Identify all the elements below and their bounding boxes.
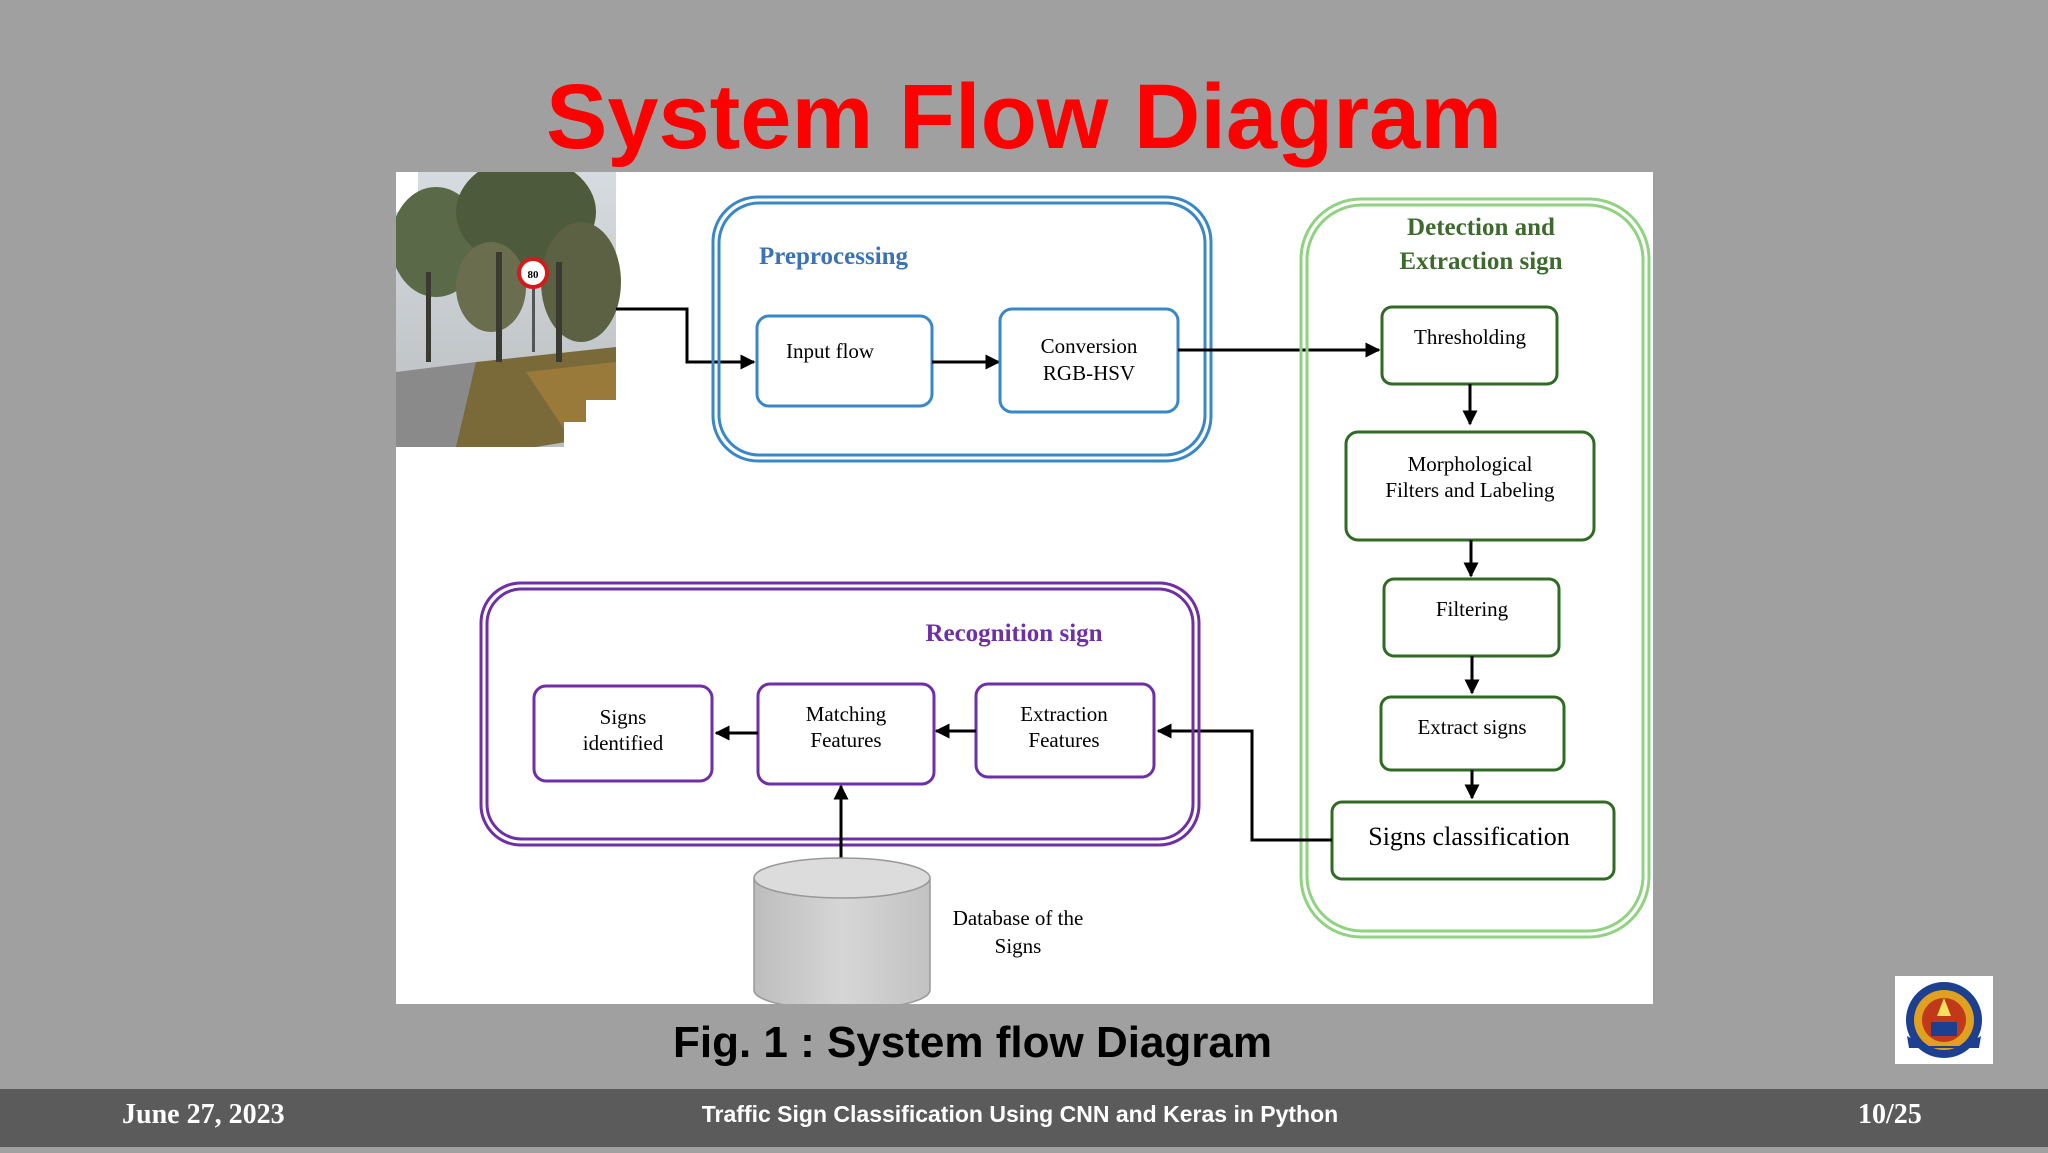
node-thresholding: Thresholding xyxy=(1380,305,1559,386)
signs-classification-label: Signs classification xyxy=(1368,822,1569,851)
extract-signs-label: Extract signs xyxy=(1417,715,1526,739)
matching-label-2: Features xyxy=(810,728,881,752)
node-morphological: Morphological Filters and Labeling xyxy=(1344,430,1596,542)
arrow-classification-to-extraction xyxy=(1156,723,1332,842)
extraction-label-1: Extraction xyxy=(1020,702,1108,726)
conversion-label-2: RGB-HSV xyxy=(1043,361,1135,385)
database-label-2: Signs xyxy=(995,934,1042,958)
footer-title: Traffic Sign Classification Using CNN an… xyxy=(701,1101,1339,1127)
extraction-label-2: Features xyxy=(1028,728,1099,752)
matching-label-1: Matching xyxy=(806,702,887,726)
footer-date: June 27, 2023 xyxy=(122,1099,285,1130)
footer-bar: June 27, 2023 Traffic Sign Classificatio… xyxy=(0,1089,2048,1147)
filtering-label: Filtering xyxy=(1436,597,1509,621)
road-scene-photo: 80 xyxy=(396,172,621,447)
detection-label-2: Extraction sign xyxy=(1399,248,1562,275)
node-signs-classification: Signs classification xyxy=(1330,800,1616,881)
node-input-flow: Input flow xyxy=(755,314,934,408)
database-label-1: Database of the xyxy=(953,906,1084,930)
preprocessing-label: Preprocessing xyxy=(759,243,909,270)
thresholding-label: Thresholding xyxy=(1414,325,1526,349)
node-filtering: Filtering xyxy=(1382,577,1561,658)
figure-caption: Fig. 1 : System flow Diagram xyxy=(672,1018,1273,1067)
preprocessing-group: Preprocessing xyxy=(711,195,1213,463)
flow-diagram-figure: 80 Preprocessing Input flow Conversion R… xyxy=(396,172,1653,1004)
detection-label-1: Detection and xyxy=(1407,214,1555,241)
conversion-label-1: Conversion xyxy=(1041,334,1138,358)
bottom-strip xyxy=(0,1147,2048,1153)
node-signs-identified: Signs identified xyxy=(532,684,714,783)
node-extract-signs: Extract signs xyxy=(1379,695,1566,772)
node-extraction-features: Extraction Features xyxy=(974,682,1156,779)
database-cylinder-icon xyxy=(753,857,931,1004)
morph-label-2: Filters and Labeling xyxy=(1385,478,1555,502)
svg-text:80: 80 xyxy=(528,269,540,281)
node-matching-features: Matching Features xyxy=(756,682,936,786)
signs-identified-label-1: Signs xyxy=(600,705,647,729)
morph-label-1: Morphological xyxy=(1408,452,1533,476)
node-conversion: Conversion RGB-HSV xyxy=(998,307,1180,414)
input-flow-label: Input flow xyxy=(786,339,875,363)
detection-group: Detection and Extraction sign xyxy=(1299,197,1651,939)
page-number: 10/25 xyxy=(1858,1099,1922,1130)
signs-identified-label-2: identified xyxy=(583,731,664,755)
university-logo xyxy=(1895,976,1993,1064)
slide-title: System Flow Diagram xyxy=(545,66,1503,168)
recognition-label: Recognition sign xyxy=(925,620,1102,647)
